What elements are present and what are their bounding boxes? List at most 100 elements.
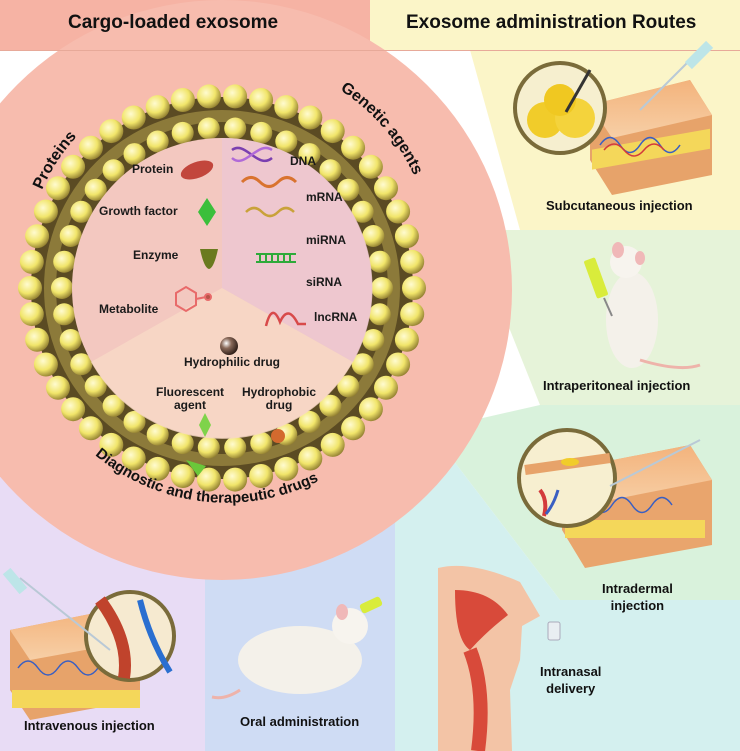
oral-illustration — [211, 596, 383, 700]
lipid-head — [249, 464, 274, 488]
lipid-head — [145, 456, 170, 481]
lipid-head — [170, 88, 195, 112]
lipid-head — [197, 436, 220, 459]
lipid-head — [224, 436, 247, 459]
metabolite-label: Metabolite — [99, 302, 159, 316]
lipid-head — [400, 302, 425, 327]
lipid-head — [170, 464, 195, 488]
lipid-head — [78, 416, 103, 441]
lipid-head — [362, 225, 385, 247]
intranasal-illustration — [438, 565, 561, 751]
dna-label: DNA — [290, 154, 316, 168]
protein-icon — [180, 160, 214, 180]
lipid-head — [33, 352, 58, 377]
intravenous-caption: Intravenous injection — [24, 718, 155, 733]
lipid-head — [33, 199, 58, 224]
cargo-heading: Cargo-loaded exosome — [68, 12, 279, 33]
lipid-head — [386, 199, 411, 224]
lipid-head — [78, 135, 103, 160]
lipid-head — [84, 375, 107, 398]
lipid-head — [358, 154, 383, 179]
lipid-head — [99, 119, 124, 144]
mirna-icon — [245, 206, 295, 218]
hydrophilic-drug-label: Hydrophilic drug — [184, 355, 280, 369]
lipid-head — [84, 178, 107, 201]
lipid-head — [319, 394, 342, 417]
lipid-head — [61, 397, 86, 422]
fluorescent-agent-icon — [199, 413, 211, 437]
hydrophilic-drug-icon — [220, 337, 238, 355]
growth-factor-label: Growth factor — [99, 204, 178, 218]
lipid-head — [196, 467, 221, 492]
lipid-head — [51, 277, 73, 299]
lipid-head — [223, 467, 248, 492]
mrna-label: mRNA — [306, 190, 343, 204]
lipid-head — [341, 416, 366, 441]
intradermal-illustration — [517, 428, 712, 568]
lipid-head — [53, 250, 76, 273]
lipid-head — [371, 277, 393, 299]
lipid-head — [320, 432, 345, 457]
lipid-head — [123, 410, 146, 433]
lipid-head — [374, 176, 398, 201]
lipid-head — [46, 176, 70, 201]
mirna-label: miRNA — [306, 233, 347, 247]
intraperitoneal-panel — [470, 230, 740, 405]
lipid-head — [249, 88, 274, 112]
lipid-head — [298, 105, 323, 130]
lipid-head — [362, 329, 385, 351]
lncrna-icon — [264, 311, 306, 327]
lipid-head — [341, 135, 366, 160]
lipid-head — [99, 432, 124, 457]
lipid-head — [59, 329, 82, 351]
lipid-head — [171, 121, 194, 144]
lipid-head — [171, 432, 194, 455]
oral-caption: Oral administration — [240, 714, 360, 729]
lipid-head — [46, 375, 70, 400]
lipid-head — [25, 327, 50, 352]
lipid-head — [121, 446, 146, 471]
hydrophobic-drug-icon — [271, 429, 285, 443]
lipid-head — [320, 119, 345, 144]
growth-factor-icon — [198, 198, 216, 226]
routes-heading: Exosome administration Routes — [406, 12, 697, 33]
lipid-head — [224, 117, 247, 140]
lipid-head — [358, 397, 383, 422]
lipid-head — [196, 84, 221, 109]
subcutaneous-illustration — [513, 40, 714, 195]
enzyme-icon — [200, 249, 218, 269]
protein-label: Protein — [132, 162, 174, 176]
sirna-icon — [256, 253, 296, 263]
lipid-head — [250, 432, 273, 455]
lipid-head — [25, 224, 50, 249]
lipid-head — [70, 353, 93, 376]
lipid-head — [102, 159, 125, 182]
lipid-head — [70, 200, 93, 223]
lipid-head — [250, 121, 273, 144]
lipid-head — [146, 130, 169, 153]
lipid-head — [18, 276, 42, 300]
lipid-head — [121, 105, 146, 130]
lipid-head — [386, 352, 411, 377]
lipid-head — [337, 178, 360, 201]
lipid-head — [400, 249, 425, 274]
lipid-head — [368, 303, 391, 326]
lipid-head — [145, 95, 170, 120]
enzyme-label: Enzyme — [133, 248, 179, 262]
intraperitoneal-caption: Intraperitoneal injection — [543, 378, 691, 393]
lipid-head — [274, 95, 299, 120]
lncrna-label: lncRNA — [314, 310, 358, 324]
lipid-head — [298, 410, 321, 433]
lipid-head — [59, 225, 82, 247]
lipid-head — [351, 200, 374, 223]
lipid-head — [298, 143, 321, 166]
lipid-head — [61, 154, 86, 179]
lipid-head — [146, 423, 169, 446]
lipid-head — [123, 143, 146, 166]
lipid-head — [394, 224, 419, 249]
intravenous-illustration — [2, 567, 176, 720]
lipid-head — [19, 302, 44, 327]
